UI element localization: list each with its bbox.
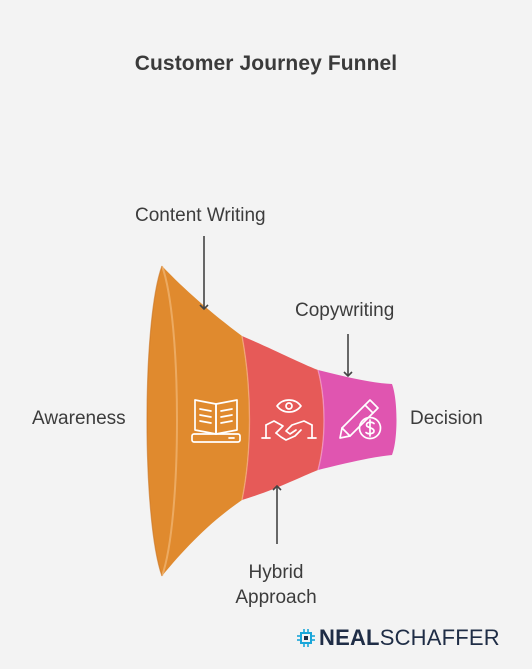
brand-logo: NEALSCHAFFER [296, 625, 500, 651]
brand-word-neal: NEAL [319, 625, 380, 650]
brand-chip-icon [297, 629, 315, 647]
decision-label: Decision [410, 408, 483, 429]
hybrid-label-line1: Hybrid [248, 562, 304, 583]
hybrid-approach-label: Hybrid Approach [222, 560, 330, 610]
brand-word-schaffer: SCHAFFER [379, 625, 500, 650]
hybrid-approach-segment [242, 336, 324, 500]
hybrid-label-line2: Approach [235, 587, 317, 608]
copywriting-segment [318, 370, 397, 470]
copywriting-label: Copywriting [295, 300, 395, 321]
pencil-dollar-icon [339, 399, 382, 440]
eye-handshake-icon [261, 399, 317, 441]
page-title: Customer Journey Funnel [134, 52, 398, 75]
content-writing-segment [147, 266, 250, 576]
awareness-label: Awareness [32, 408, 126, 429]
open-book-icon [191, 399, 241, 443]
funnel-rim [161, 265, 178, 577]
content-writing-label: Content Writing [135, 205, 266, 226]
